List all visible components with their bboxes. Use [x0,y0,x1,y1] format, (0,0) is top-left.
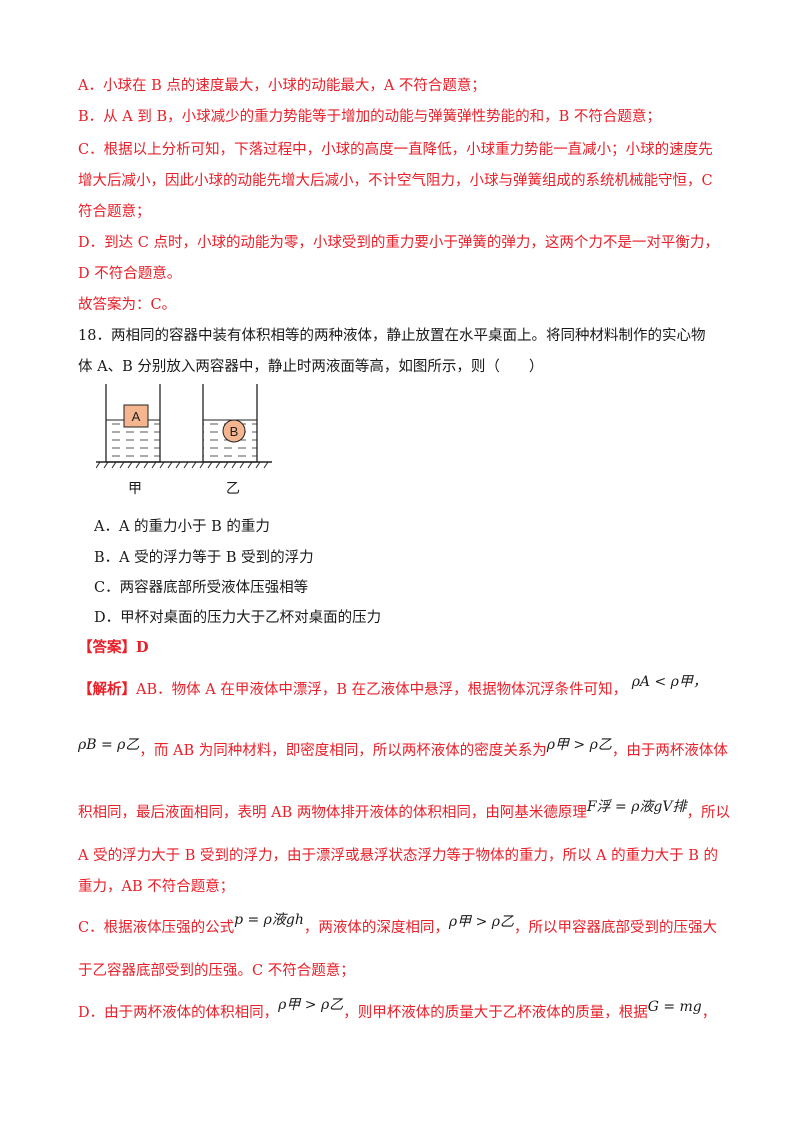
question-figure: A B [95,380,296,474]
formula-liquid-pressure: p = ρ液gh [234,912,304,928]
answer-label: 【答案】D [78,639,149,656]
caption-jia: 甲 [128,481,142,497]
analysis-l1-text: AB．物体 A 在甲液体中漂浮，B 在乙液体中悬浮，根据物体沉浮条件可知， [136,682,628,698]
analysis-line-6: C．根据液体压强的公式p = ρ液gh，两液体的深度相同，ρ甲 > ρ乙，所以甲… [78,912,717,938]
analysis-l3-text1: 积相同，最后液面相同，表明 AB 两物体排开液体的体积相同，由阿基米德原理 [78,805,587,821]
question-stem-2: 体 A、B 分别放入两容器中，静止时两液面等高，如图所示，则（ ） [78,359,544,375]
containers-diagram: A B [95,384,272,469]
question-stem-1: 18．两相同的容器中装有体积相等的两种液体，静止放置在水平桌面上。将同种材料制作… [78,328,706,344]
analysis-l6-text2: ，两液体的深度相同， [303,920,449,936]
analysis-head: 【解析】 [78,681,136,698]
analysis-line-1: 【解析】AB．物体 A 在甲液体中漂浮，B 在乙液体中悬浮，根据物体沉浮条件可知… [78,674,707,700]
prev-solution-d-2: D 不符合题意。 [78,266,182,282]
analysis-l8-text1: D．由于两杯液体的体积相同， [78,1005,279,1021]
formula-archimedes: F浮 = ρ液gV排 [586,799,687,815]
block-a [123,404,149,428]
prev-solution-c-3: 符合题意； [78,204,151,220]
formula-rhoB-eq-rhoYi: ρB = ρ乙 [78,737,140,753]
analysis-l6-text1: C．根据液体压强的公式 [78,920,235,936]
analysis-line-3: 积相同，最后液面相同，表明 AB 两物体排开液体的体积相同，由阿基米德原理F浮 … [78,799,731,823]
table-hatching [95,461,269,469]
analysis-l6-text3: ，所以甲容器底部受到的压强大 [514,920,717,936]
analysis-l8-text2: ，则甲杯液体的质量大于乙杯液体的质量，根据 [343,1005,648,1021]
caption-yi: 乙 [226,481,240,497]
container-jia: A [105,384,161,463]
prev-solution-c-2: 增大后减小，因此小球的动能先增大后减小，不计空气阻力，小球与弹簧组成的系统机械能… [78,173,713,189]
option-c: C．两容器底部所受液体压强相等 [94,580,309,596]
block-a-label: A [132,409,141,424]
prev-solution-d-1: D．到达 C 点时，小球的动能为零，小球受到的重力要小于弹簧的弹力，这两个力不是… [78,235,719,251]
option-a: A．A 的重力小于 B 的重力 [94,519,270,535]
formula-rhoJia-gt-rhoYi-1: ρ甲 > ρ乙 [546,737,612,753]
analysis-line-4: A 受的浮力大于 B 受到的浮力，由于漂浮或悬浮状态浮力等于物体的重力，所以 A… [78,848,719,864]
option-b: B．A 受的浮力等于 B 受到的浮力 [94,550,314,566]
ball-b [222,419,246,443]
analysis-l8-text3: ， [701,1005,717,1021]
prev-answer: 故答案为：C。 [78,297,177,313]
analysis-l3-text2: ，所以 [686,805,731,821]
formula-rhoA-lt-rhoJia: ρA < ρ甲， [631,674,707,690]
prev-solution-c-1: C．根据以上分析可知，下落过程中，小球的高度一直降低，小球重力势能一直减小；小球… [78,142,713,158]
prev-solution-a: A．小球在 B 点的速度最大，小球的动能最大，A 不符合题意； [78,78,486,94]
analysis-line-8: D．由于两杯液体的体积相同，ρ甲 > ρ乙，则甲杯液体的质量大于乙杯液体的质量，… [78,997,717,1023]
ball-b-label: B [230,424,239,439]
container-yi: B [202,384,258,463]
analysis-line-7: 于乙容器底部受到的压强。C 不符合题意； [78,963,355,979]
analysis-line-2: ρB = ρ乙，而 AB 为同种材料，即密度相同，所以两杯液体的密度关系为ρ甲 … [78,737,728,761]
formula-rhoJia-gt-rhoYi-3: ρ甲 > ρ乙 [278,997,344,1013]
analysis-l2-text2: ，由于两杯液体体 [611,743,728,759]
analysis-l2-text1: ，而 AB 为同种材料，即密度相同，所以两杯液体的密度关系为 [139,743,547,759]
formula-rhoJia-gt-rhoYi-2: ρ甲 > ρ乙 [448,914,514,930]
formula-gravity: G = mg [647,999,702,1015]
analysis-line-5: 重力，AB 不符合题意； [78,879,235,895]
prev-solution-b: B．从 A 到 B，小球减少的重力势能等于增加的动能与弹簧弹性势能的和，B 不符… [78,109,661,125]
option-d: D．甲杯对桌面的压力大于乙杯对桌面的压力 [94,610,382,626]
